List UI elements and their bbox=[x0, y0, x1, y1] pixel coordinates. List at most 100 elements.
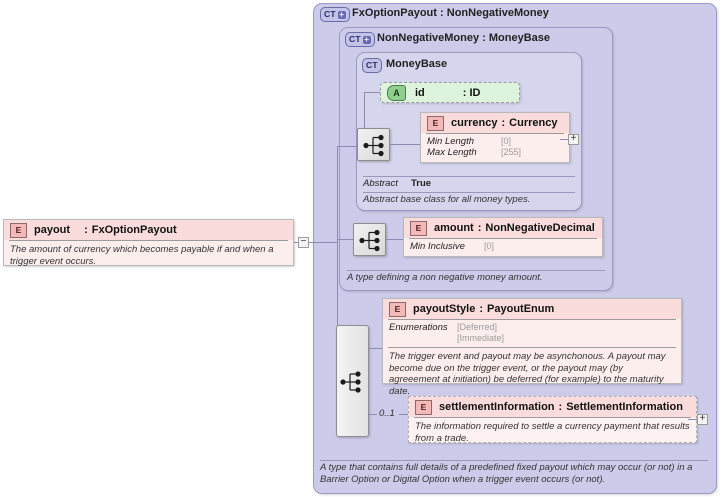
divider bbox=[363, 192, 575, 193]
sequence-icon bbox=[359, 229, 380, 252]
facet-value-list: [Deferred] [Immediate] bbox=[457, 322, 504, 344]
element-header: E settlementInformation : SettlementInfo… bbox=[409, 397, 696, 417]
element-badge-icon: E bbox=[10, 222, 27, 238]
element-separator: : bbox=[477, 222, 482, 234]
divider bbox=[9, 240, 288, 241]
facet-row: Min Inclusive [0] bbox=[410, 241, 596, 252]
nonnegativemoney-annotation: A type defining a non negative money amo… bbox=[347, 272, 543, 283]
attribute-name: id bbox=[415, 86, 425, 99]
complex-type-title-moneybase: MoneyBase bbox=[386, 58, 447, 70]
enumeration-value: [Immediate] bbox=[457, 333, 505, 343]
abstract-label: Abstract bbox=[363, 178, 398, 189]
ct-name: MoneyBase bbox=[386, 58, 448, 70]
complex-type-tag-nonnegativemoney[interactable]: CT+ bbox=[345, 32, 375, 47]
divider bbox=[388, 319, 676, 320]
facet-value: [0] bbox=[484, 241, 495, 251]
element-header: E payoutStyle : PayoutEnum bbox=[383, 299, 681, 319]
ct-sep: : bbox=[440, 7, 444, 19]
element-type: NonNegativeDecimal bbox=[485, 222, 595, 234]
element-header: E amount : NonNegativeDecimal bbox=[404, 218, 602, 238]
expand-toggle-currency[interactable]: + bbox=[568, 134, 579, 145]
facet-value: [0] bbox=[501, 136, 512, 146]
facet-list: Min Length [0] Max Length [255] bbox=[421, 134, 569, 161]
facet-list: Min Inclusive [0] bbox=[404, 239, 602, 255]
element-type: PayoutEnum bbox=[487, 303, 555, 315]
expand-toggle-settlementinformation[interactable]: + bbox=[697, 414, 708, 425]
facet-row: Max Length [255] bbox=[427, 147, 563, 158]
ct-name: NonNegativeMoney bbox=[377, 32, 480, 44]
attribute-badge-icon: A bbox=[387, 84, 406, 101]
facet-name: Min Inclusive bbox=[410, 241, 465, 252]
ct-tag-label: CT bbox=[324, 9, 336, 20]
facet-name: Max Length bbox=[427, 147, 477, 158]
element-type: SettlementInformation bbox=[566, 401, 683, 413]
ct-tag-label: CT bbox=[349, 34, 361, 45]
sequence-compositor-middle[interactable] bbox=[353, 223, 386, 256]
element-settlementinformation[interactable]: E settlementInformation : SettlementInfo… bbox=[408, 396, 697, 444]
divider bbox=[426, 133, 564, 134]
element-annotation: The amount of currency which becomes pay… bbox=[10, 244, 274, 267]
attribute-id[interactable]: A id : ID bbox=[380, 82, 520, 103]
element-annotation: The trigger event and payout may be asyn… bbox=[389, 351, 666, 397]
sequence-compositor-upper[interactable] bbox=[357, 128, 390, 161]
connector bbox=[294, 242, 299, 243]
complex-type-title-fxoptionpayout: FxOptionPayout : NonNegativeMoney bbox=[352, 7, 549, 19]
sequence-icon bbox=[340, 371, 361, 393]
sequence-icon bbox=[363, 134, 384, 157]
element-badge-icon: E bbox=[389, 301, 406, 317]
connector bbox=[399, 414, 408, 415]
connector bbox=[337, 239, 353, 240]
element-payout-root[interactable]: E payout : FxOptionPayout The amount of … bbox=[3, 219, 294, 267]
fxoptionpayout-annotation-block: A type that contains full details of a p… bbox=[320, 460, 708, 486]
element-name: currency bbox=[451, 117, 498, 129]
facet-value: [255] bbox=[501, 147, 522, 157]
cardinality-settlementinformation: 0..1 bbox=[379, 408, 395, 419]
complex-type-title-nonnegativemoney: NonNegativeMoney : MoneyBase bbox=[377, 32, 550, 44]
connector bbox=[386, 239, 403, 240]
abstract-row: Abstract True bbox=[363, 177, 575, 190]
element-payoutstyle[interactable]: E payoutStyle : PayoutEnum Enumerations … bbox=[382, 298, 682, 397]
attribute-type: ID bbox=[469, 86, 481, 99]
element-name: payoutStyle bbox=[413, 303, 476, 315]
collapse-toggle-payout[interactable]: − bbox=[298, 237, 309, 248]
facet-list: Enumerations [Deferred] [Immediate] bbox=[383, 320, 681, 347]
sequence-compositor-lower[interactable] bbox=[336, 325, 369, 437]
connector bbox=[369, 414, 377, 415]
divider bbox=[414, 417, 691, 418]
expand-icon[interactable]: + bbox=[337, 9, 346, 19]
enumeration-value: [Deferred] bbox=[457, 322, 498, 332]
facet-row: Min Length [0] bbox=[427, 136, 563, 147]
divider bbox=[363, 176, 575, 177]
element-amount[interactable]: E amount : NonNegativeDecimal Min Inclus… bbox=[403, 217, 603, 257]
element-type: FxOptionPayout bbox=[91, 224, 177, 236]
element-separator: : bbox=[558, 401, 563, 413]
ct-base: NonNegativeMoney bbox=[446, 7, 549, 19]
divider bbox=[409, 238, 597, 239]
connector bbox=[369, 348, 382, 349]
connector bbox=[337, 146, 357, 147]
element-badge-icon: E bbox=[410, 220, 427, 236]
element-header: E currency : Currency bbox=[421, 113, 569, 133]
complex-type-tag-fxoptionpayout[interactable]: CT+ bbox=[320, 7, 350, 22]
facet-name: Enumerations bbox=[389, 322, 448, 333]
element-name: settlementInformation bbox=[439, 401, 555, 413]
complex-type-tag-moneybase[interactable]: CT bbox=[362, 58, 382, 73]
element-header: E payout : FxOptionPayout bbox=[4, 220, 293, 240]
divider bbox=[388, 347, 676, 348]
moneybase-abstract-block: Abstract True Abstract base class for al… bbox=[363, 176, 575, 206]
connector bbox=[560, 139, 569, 140]
ct-name: FxOptionPayout bbox=[352, 7, 437, 19]
element-badge-icon: E bbox=[415, 399, 432, 415]
ct-base: MoneyBase bbox=[488, 32, 551, 44]
element-name: payout bbox=[34, 224, 71, 236]
attribute-separator: : bbox=[462, 86, 467, 99]
connector bbox=[337, 146, 338, 393]
connector bbox=[688, 419, 698, 420]
divider bbox=[347, 270, 605, 271]
fxoptionpayout-annotation: A type that contains full details of a p… bbox=[320, 462, 693, 485]
expand-icon[interactable]: + bbox=[362, 34, 371, 44]
ct-tag-label: CT bbox=[366, 60, 378, 71]
connector bbox=[364, 92, 380, 93]
element-currency[interactable]: E currency : Currency Min Length [0] Max… bbox=[420, 112, 570, 163]
